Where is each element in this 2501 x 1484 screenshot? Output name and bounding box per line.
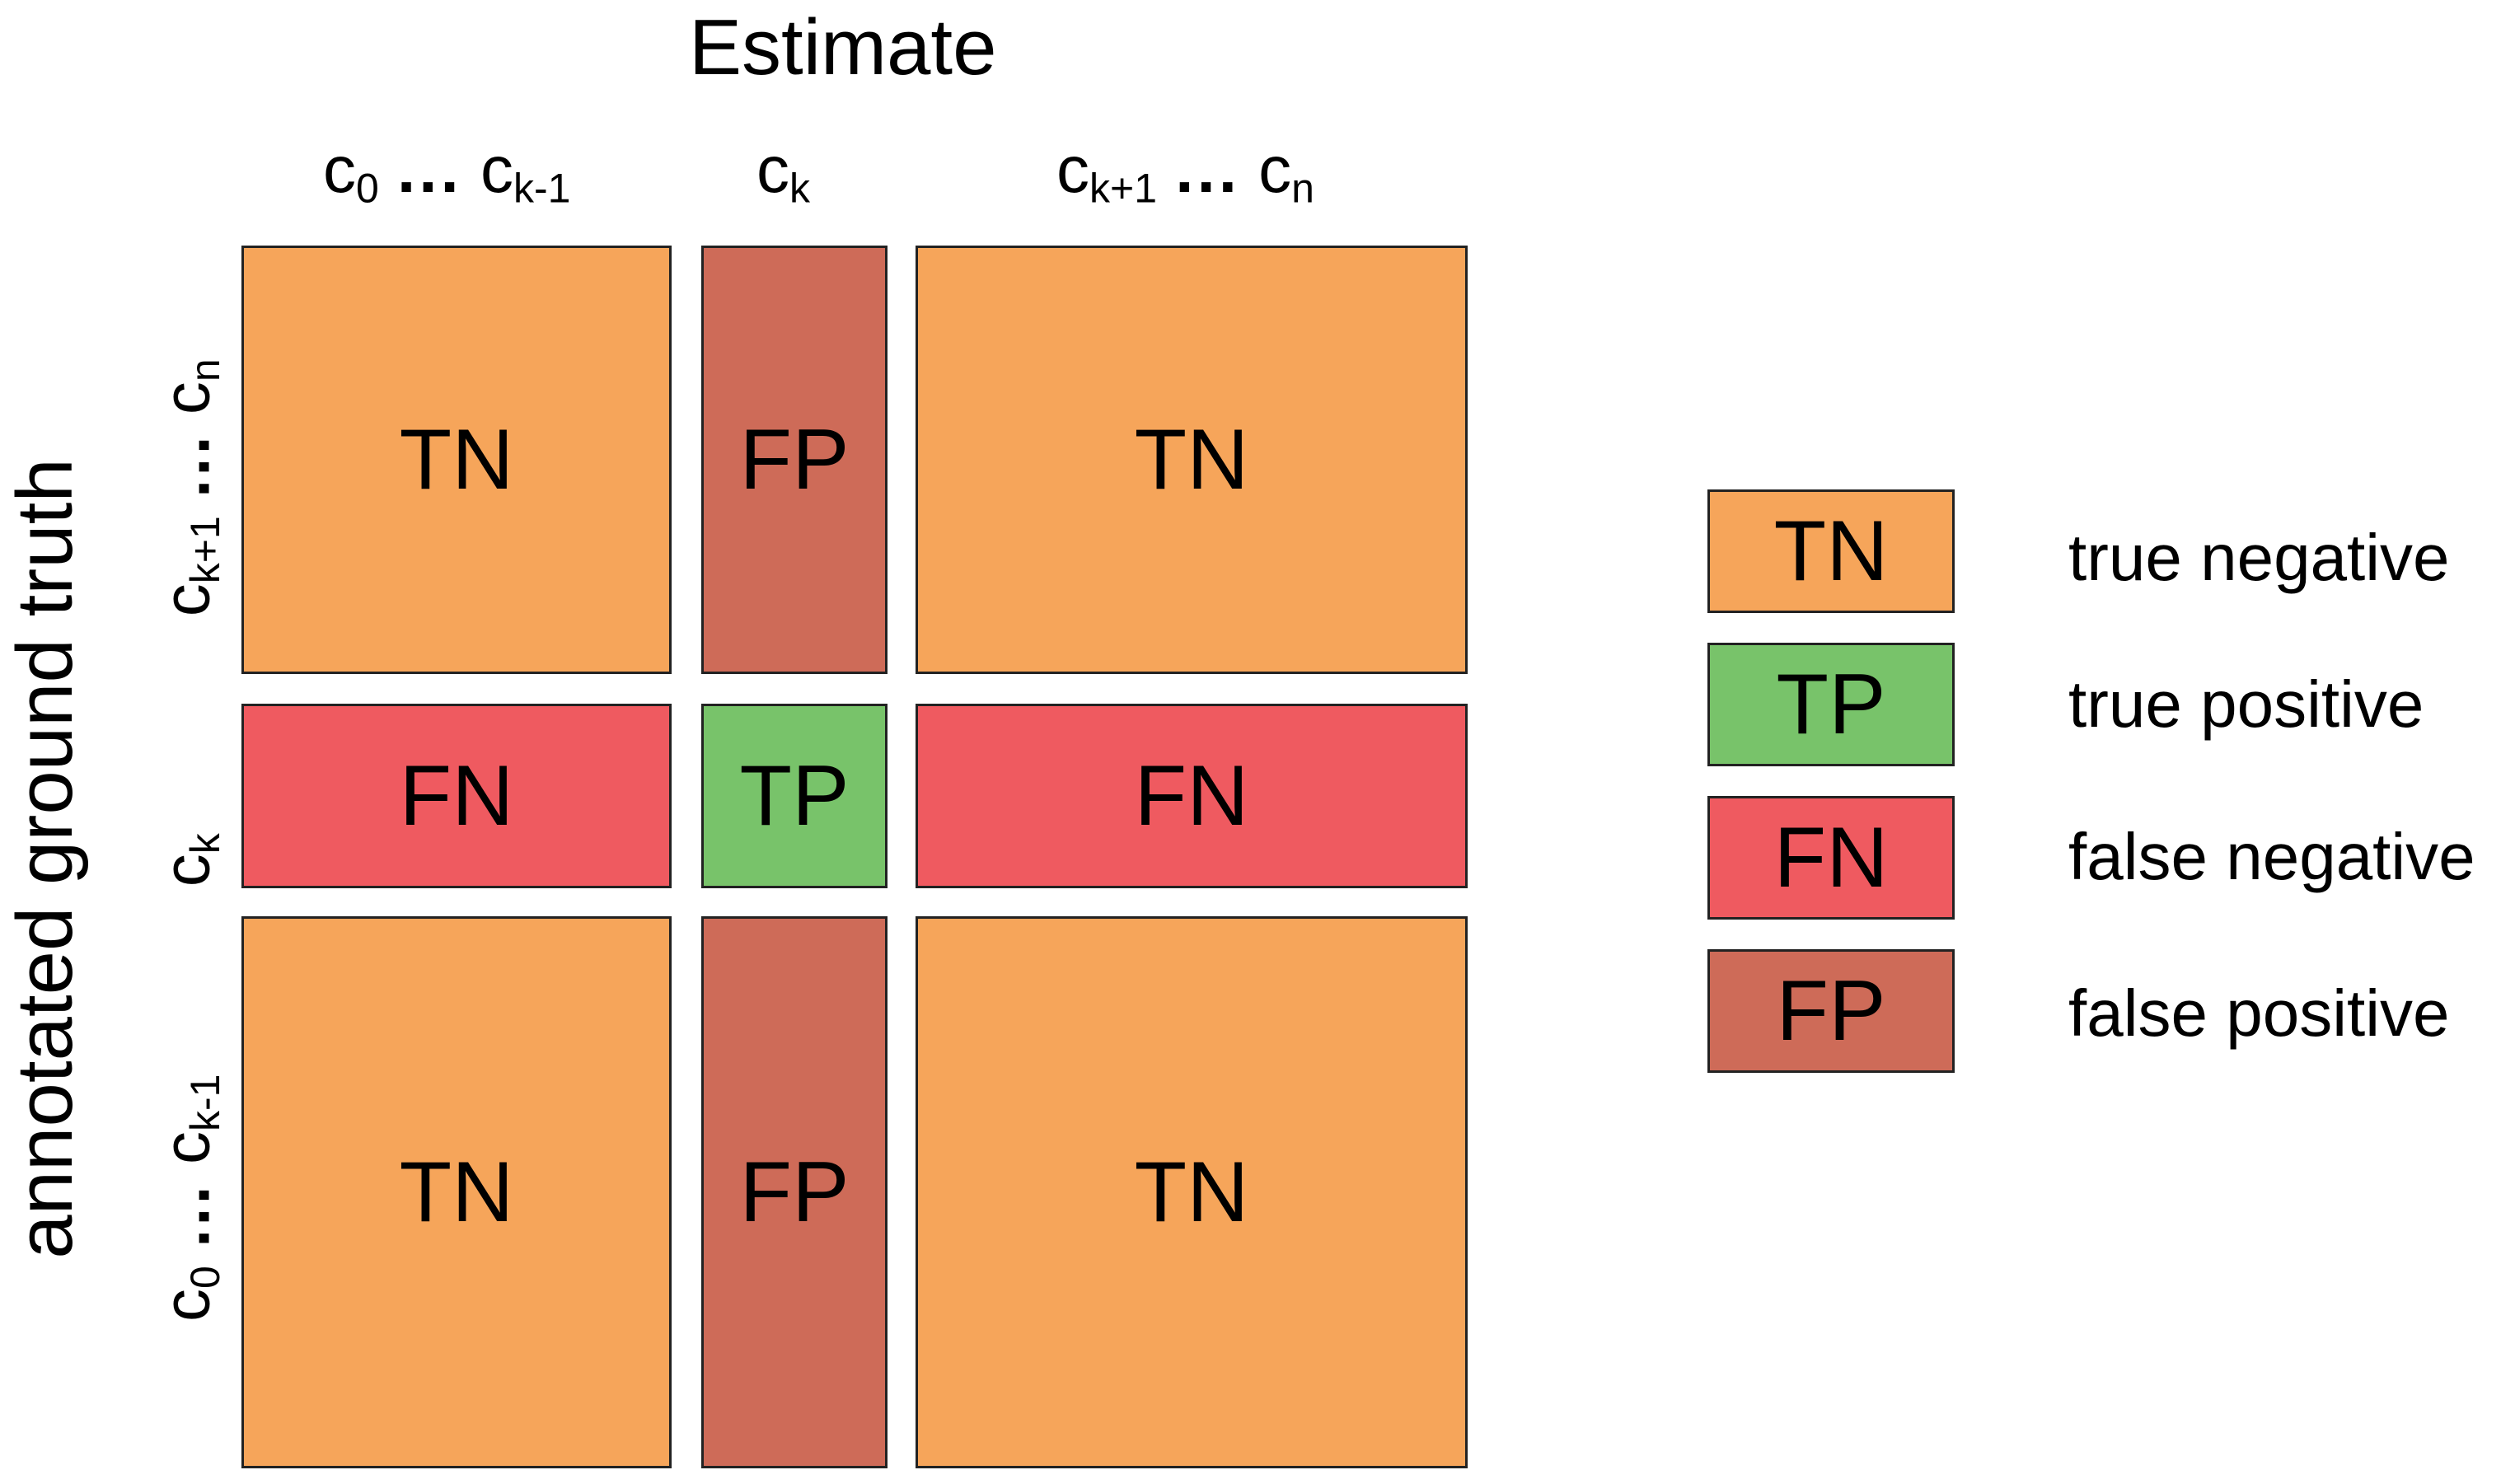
cell-r2-c1: FP bbox=[701, 916, 888, 1468]
legend-label-tn: true negative bbox=[2068, 521, 2450, 594]
cell-r0-c1: FP bbox=[701, 246, 888, 674]
cell-r1-c2: FN bbox=[916, 704, 1468, 888]
cell-r2-c0: TN bbox=[241, 916, 672, 1468]
cell-r1-c1: TP bbox=[701, 704, 888, 888]
row-label-2: c0 ... ck-1 bbox=[149, 1074, 228, 1322]
column-label-0: c0 ... ck-1 bbox=[323, 133, 571, 212]
cell-r0-c0: TN bbox=[241, 246, 672, 674]
legend-label-fn: false negative bbox=[2068, 820, 2475, 893]
y-axis-label: annotated ground truth bbox=[1, 458, 89, 1259]
legend-label-fp: false positive bbox=[2068, 976, 2450, 1050]
column-label-2: ck+1 ... cn bbox=[1056, 133, 1314, 212]
cell-r2-c2: TN bbox=[916, 916, 1468, 1468]
row-label-1: ck bbox=[149, 833, 228, 887]
legend-swatch-fn: FN bbox=[1707, 796, 1955, 920]
cell-r0-c2: TN bbox=[916, 246, 1468, 674]
row-label-0: ck+1 ... cn bbox=[149, 358, 228, 617]
column-label-1: ck bbox=[756, 133, 810, 212]
legend-swatch-tn: TN bbox=[1707, 489, 1955, 613]
legend-swatch-tp: TP bbox=[1707, 643, 1955, 766]
diagram-title: Estimate bbox=[689, 3, 997, 91]
legend-label-tp: true positive bbox=[2068, 667, 2424, 741]
cell-r1-c0: FN bbox=[241, 704, 672, 888]
legend-swatch-fp: FP bbox=[1707, 949, 1955, 1073]
